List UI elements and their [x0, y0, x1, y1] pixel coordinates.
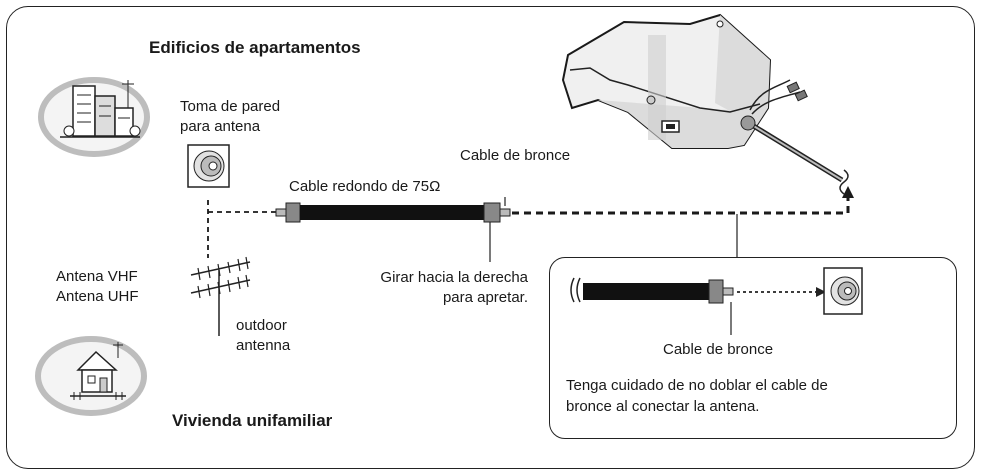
- tv-unit-icon: [561, 13, 849, 195]
- apartments-heading: Edificios de apartamentos: [149, 38, 361, 57]
- inset-cable-icon: [570, 277, 826, 335]
- wall-jack-icon: [187, 144, 230, 188]
- house-icon: [35, 336, 147, 416]
- wall-jack-label: Toma de pared: [180, 98, 281, 115]
- outdoor-label-2: antenna: [236, 337, 291, 354]
- turn-right-label: Girar hacia la derecha: [380, 269, 528, 286]
- wall-socket-icon: [823, 267, 863, 315]
- apartment-buildings-icon: [38, 77, 150, 157]
- turn-right-label-2: para apretar.: [442, 289, 528, 306]
- uhf-label: Antena UHF: [56, 288, 139, 305]
- inset-box: [549, 257, 957, 439]
- coax-cable-icon: [275, 202, 511, 223]
- caution-text-2: bronce al conectar la antena.: [566, 398, 760, 415]
- bronze-cable-label: Cable de bronce: [460, 147, 571, 164]
- caution-text: Tenga cuidado de no doblar el cable de: [566, 377, 828, 394]
- antenna-icon: [190, 256, 251, 336]
- outdoor-label: outdoor: [236, 317, 287, 334]
- diagram-frame: [6, 6, 975, 469]
- vhf-label: Antena VHF: [56, 268, 138, 285]
- inset-bronze-label: Cable de bronce: [663, 341, 774, 358]
- round-cable-label: Cable redondo de 75Ω: [289, 178, 441, 195]
- wall-jack-label-2: para antena: [180, 118, 261, 135]
- single-family-heading: Vivienda unifamiliar: [172, 411, 333, 430]
